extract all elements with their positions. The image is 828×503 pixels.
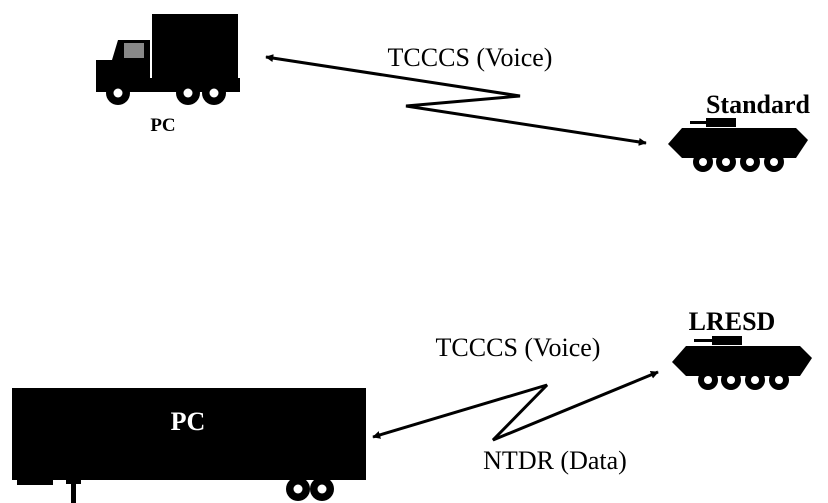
top-link-label: TCCCS (Voice) — [388, 43, 553, 72]
trailer-wheel — [286, 477, 310, 501]
truck-label: PC — [150, 115, 175, 136]
trailer-wheel — [310, 477, 334, 501]
bottom-radio-link — [372, 370, 659, 442]
standard-node-label: Standard — [706, 90, 811, 119]
data-link-label: NTDR (Data) — [483, 446, 627, 475]
voice-link-label: TCCCS (Voice) — [436, 333, 601, 362]
truck-wheel — [176, 81, 200, 105]
truck-wheel — [202, 81, 226, 105]
trailer-label: PC — [171, 407, 206, 436]
truck-icon — [96, 14, 240, 105]
armored-vehicle-icon — [672, 336, 812, 390]
trailer-icon — [12, 388, 366, 503]
armored-vehicle-icon — [668, 118, 808, 172]
truck-wheel — [106, 81, 130, 105]
lresd-node-label: LRESD — [689, 307, 776, 336]
top-radio-link — [265, 54, 647, 146]
